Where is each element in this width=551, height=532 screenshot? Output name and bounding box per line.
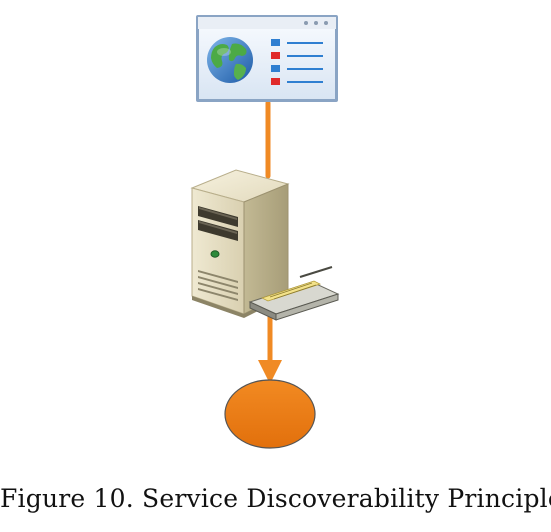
list-bullet-icon <box>271 39 280 46</box>
list-bullet-icon <box>271 65 280 72</box>
orange-circle-icon <box>224 379 316 449</box>
globe-icon <box>207 37 253 83</box>
server-tower-icon <box>190 169 290 318</box>
list-bullet-icon <box>271 52 280 59</box>
tape-media-icon <box>248 266 340 321</box>
list-bullet-icon <box>271 78 280 85</box>
service-discoverability-diagram <box>190 15 340 449</box>
arrow-head-icon <box>258 360 282 384</box>
figure-caption: Figure 10. Service Discoverability Princ… <box>0 484 551 513</box>
browser-window-globe-icon <box>196 15 338 102</box>
